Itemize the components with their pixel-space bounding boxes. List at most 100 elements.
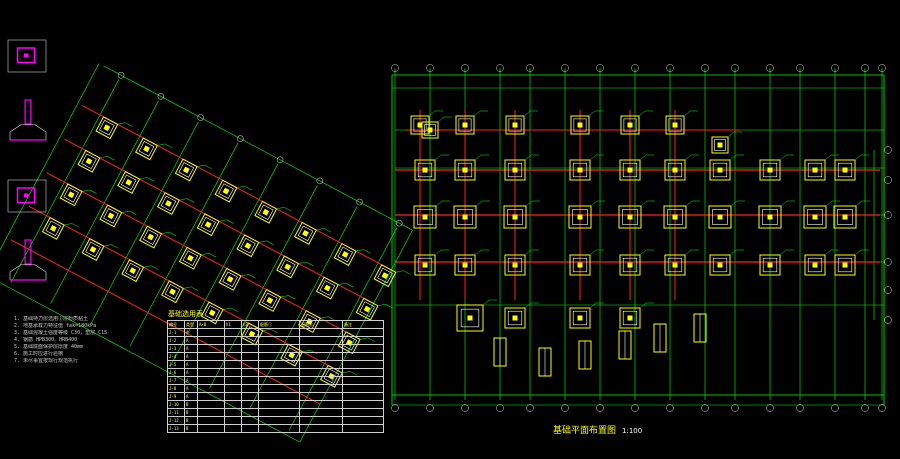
footing (41, 216, 79, 240)
leader-line (345, 282, 354, 288)
leader-line (323, 228, 332, 233)
footing-step (667, 257, 683, 273)
leader-line (523, 110, 531, 117)
footing (161, 280, 199, 304)
footing (214, 179, 252, 203)
table-cell (197, 416, 225, 425)
table-cell (197, 360, 225, 369)
footing-step (573, 118, 587, 132)
footing (178, 246, 217, 270)
footing-step (762, 209, 778, 225)
table-cell (224, 424, 242, 433)
column (627, 262, 633, 268)
axis-bubble (701, 64, 709, 72)
column (577, 262, 583, 268)
table-header-cell: 类型 (184, 320, 198, 329)
table-cell (197, 408, 225, 417)
axis-bubble (731, 64, 739, 72)
footing-step (240, 237, 256, 254)
table-cell (224, 360, 242, 369)
column (627, 315, 633, 321)
table-cell: A (184, 360, 198, 369)
table-cell (224, 376, 242, 385)
leader-line (377, 303, 386, 307)
axis-bubble (596, 64, 604, 72)
column (67, 191, 75, 199)
axis-bubble (526, 64, 534, 72)
footing-outline (568, 205, 592, 229)
footing (570, 110, 603, 135)
footing-outline (414, 254, 436, 276)
axis-bubbles (391, 64, 892, 412)
column (577, 167, 583, 173)
footing-outline (709, 254, 731, 276)
footing (156, 192, 195, 215)
footing-step (337, 246, 353, 263)
footing-outline (664, 159, 686, 181)
footing-outline (619, 307, 641, 329)
footing-step (417, 209, 433, 225)
column (381, 272, 389, 279)
footing-step (279, 259, 296, 275)
footing-outline (139, 225, 163, 249)
footing-step (222, 271, 238, 288)
footing-step (622, 162, 638, 178)
column (842, 214, 848, 220)
column (812, 167, 818, 173)
leader-line (780, 200, 788, 207)
leader-line (640, 200, 648, 207)
table-cell (197, 336, 225, 345)
leader-line (71, 223, 79, 228)
leader-line (129, 210, 137, 215)
footing (117, 170, 155, 194)
footing-outline (455, 115, 475, 135)
footing (833, 200, 870, 229)
leader-line (266, 240, 274, 245)
table-cell (224, 344, 242, 353)
axis-bubble (796, 404, 804, 412)
detail-footing (9, 264, 47, 280)
footing-outline (236, 234, 260, 258)
column (462, 167, 468, 173)
leader-line (147, 177, 155, 182)
column (512, 315, 518, 321)
leader-line (64, 223, 72, 226)
column (672, 167, 678, 173)
leader-line (854, 249, 862, 256)
table-cell (342, 408, 384, 417)
detail-column (23, 193, 29, 198)
footing-step (507, 162, 523, 178)
axis-bubble (631, 404, 639, 412)
table-cell (241, 328, 259, 337)
table-cell (299, 408, 343, 417)
leader-line (435, 200, 443, 207)
table-cell (258, 328, 300, 337)
drawing-title: 基础平面布置图 (553, 426, 617, 436)
column (512, 167, 518, 173)
leader-line (164, 143, 173, 148)
footing-step (413, 118, 427, 132)
table-cell (241, 344, 259, 353)
column (208, 309, 216, 317)
footing-outline (759, 159, 781, 181)
table-cell (241, 360, 259, 369)
axis-bubble (831, 64, 839, 72)
table-header-cell: 编号 (167, 320, 185, 329)
leader-line (338, 282, 346, 285)
table-cell (197, 368, 225, 377)
axis-bubble (561, 64, 569, 72)
leader-line (356, 249, 364, 252)
table-cell (342, 328, 384, 337)
leader-line (727, 131, 735, 138)
table-cell (342, 344, 384, 353)
dimension-line (103, 65, 413, 231)
footing (759, 154, 794, 181)
axis-bubble (117, 72, 125, 79)
footing (709, 249, 744, 276)
footing-outline (505, 115, 525, 135)
table-cell (342, 392, 384, 401)
footing (413, 200, 450, 229)
column (422, 167, 428, 173)
table-cell (258, 344, 300, 353)
